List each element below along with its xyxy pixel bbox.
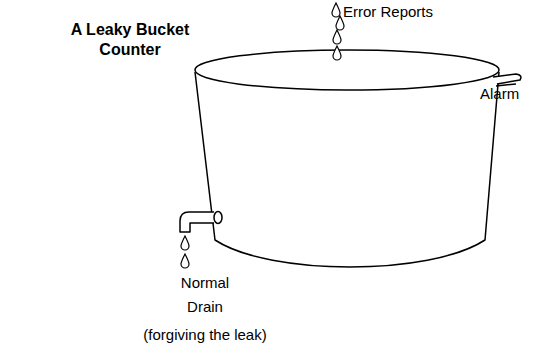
water-drop [181,236,189,250]
water-drop [332,3,340,17]
water-drop [333,46,341,60]
water-drop [336,16,344,30]
alarm-label: Alarm [480,85,534,103]
drain-label: Normal Drain [170,271,240,319]
input-label: Error Reports [343,3,453,21]
bucket-rim [195,50,499,90]
alarm-spout [493,74,521,84]
drain-tap-cap [214,212,222,224]
drain-note: (forgiving the leak) [115,326,295,344]
water-drop [181,254,189,268]
drain-tap [180,212,214,232]
diagram-title: A Leaky Bucket Counter [62,20,198,60]
bucket-body [195,72,499,267]
water-drop [333,30,341,44]
